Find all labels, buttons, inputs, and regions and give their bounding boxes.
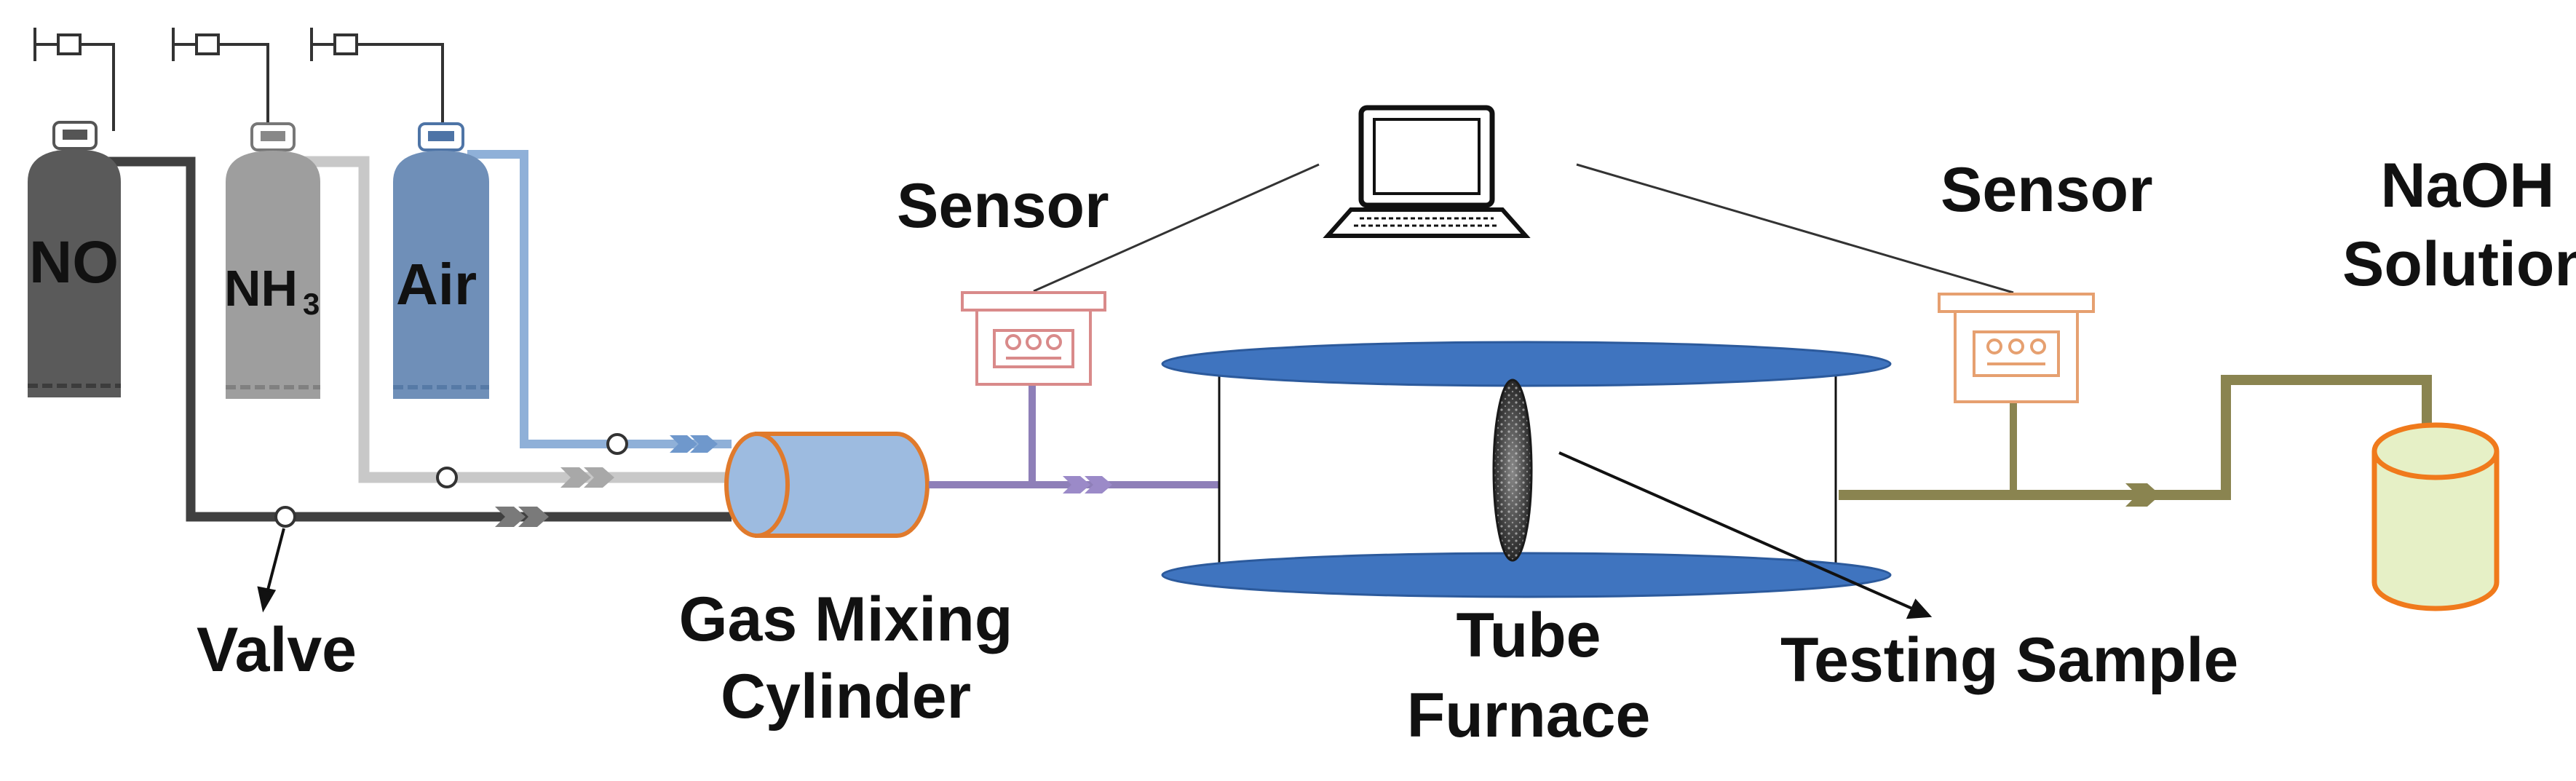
gas-mixing-label-line2: Cylinder: [721, 662, 971, 732]
laptop-computer: [1323, 105, 1531, 238]
testing-sample-disc: [1492, 378, 1533, 562]
tube-furnace-label-line1: Tube: [1456, 600, 1601, 670]
testing-sample-pointer: [1558, 451, 1933, 619]
naoh-label-line1: NaOH: [2381, 151, 2555, 221]
no-cylinder-label: NO: [29, 229, 119, 296]
air-gas-cylinder: [393, 122, 489, 399]
exhaust-pipe: [1839, 375, 2432, 500]
sensor-left-device: [961, 291, 1106, 386]
regulator-symbol-air: [310, 28, 444, 131]
nh3-gas-cylinder: [226, 122, 320, 399]
flow-arrows-nh3-pipe: [560, 467, 614, 488]
data-line-right-sensor: [1576, 163, 2014, 294]
tube-furnace-label-line2: Furnace: [1407, 681, 1651, 750]
gas-mixing-label-line1: Gas Mixing: [679, 584, 1013, 654]
valve-air: [606, 433, 628, 455]
sensor-right-label: Sensor: [1941, 155, 2153, 225]
nh3-cylinder-label-subscript: 3: [303, 287, 320, 321]
flow-arrows-no-pipe: [495, 507, 549, 527]
sensor-left-label: Sensor: [897, 171, 1109, 241]
naoh-label-line2: Solution: [2342, 229, 2576, 299]
valve-label: Valve: [197, 615, 357, 685]
tube-furnace: [1161, 341, 1892, 598]
valve-pointer-arrow: [257, 528, 285, 613]
regulator-symbol-nh3: [172, 28, 269, 131]
sensor-right-device: [1938, 293, 2095, 403]
nh3-cylinder-label: NH: [224, 260, 298, 317]
gas-mixing-cylinder: [724, 432, 930, 538]
flow-arrows-mixed-pipe: [1063, 476, 1112, 493]
flow-arrows-air-pipe: [670, 435, 718, 453]
air-gas-pipe: [467, 150, 732, 448]
data-line-left-sensor: [1033, 163, 1320, 293]
no-gas-pipe: [102, 156, 732, 522]
nh3-gas-pipe: [304, 156, 732, 483]
regulator-symbol-no: [33, 28, 115, 131]
no-gas-cylinder: [28, 121, 121, 397]
naoh-solution-container: [2371, 422, 2500, 611]
flow-arrow-exhaust-pipe: [2125, 483, 2160, 507]
air-cylinder-label: Air: [396, 252, 477, 317]
valve-no: [274, 506, 296, 528]
testing-sample-label: Testing Sample: [1780, 625, 2238, 695]
valve-nh3: [436, 467, 458, 488]
